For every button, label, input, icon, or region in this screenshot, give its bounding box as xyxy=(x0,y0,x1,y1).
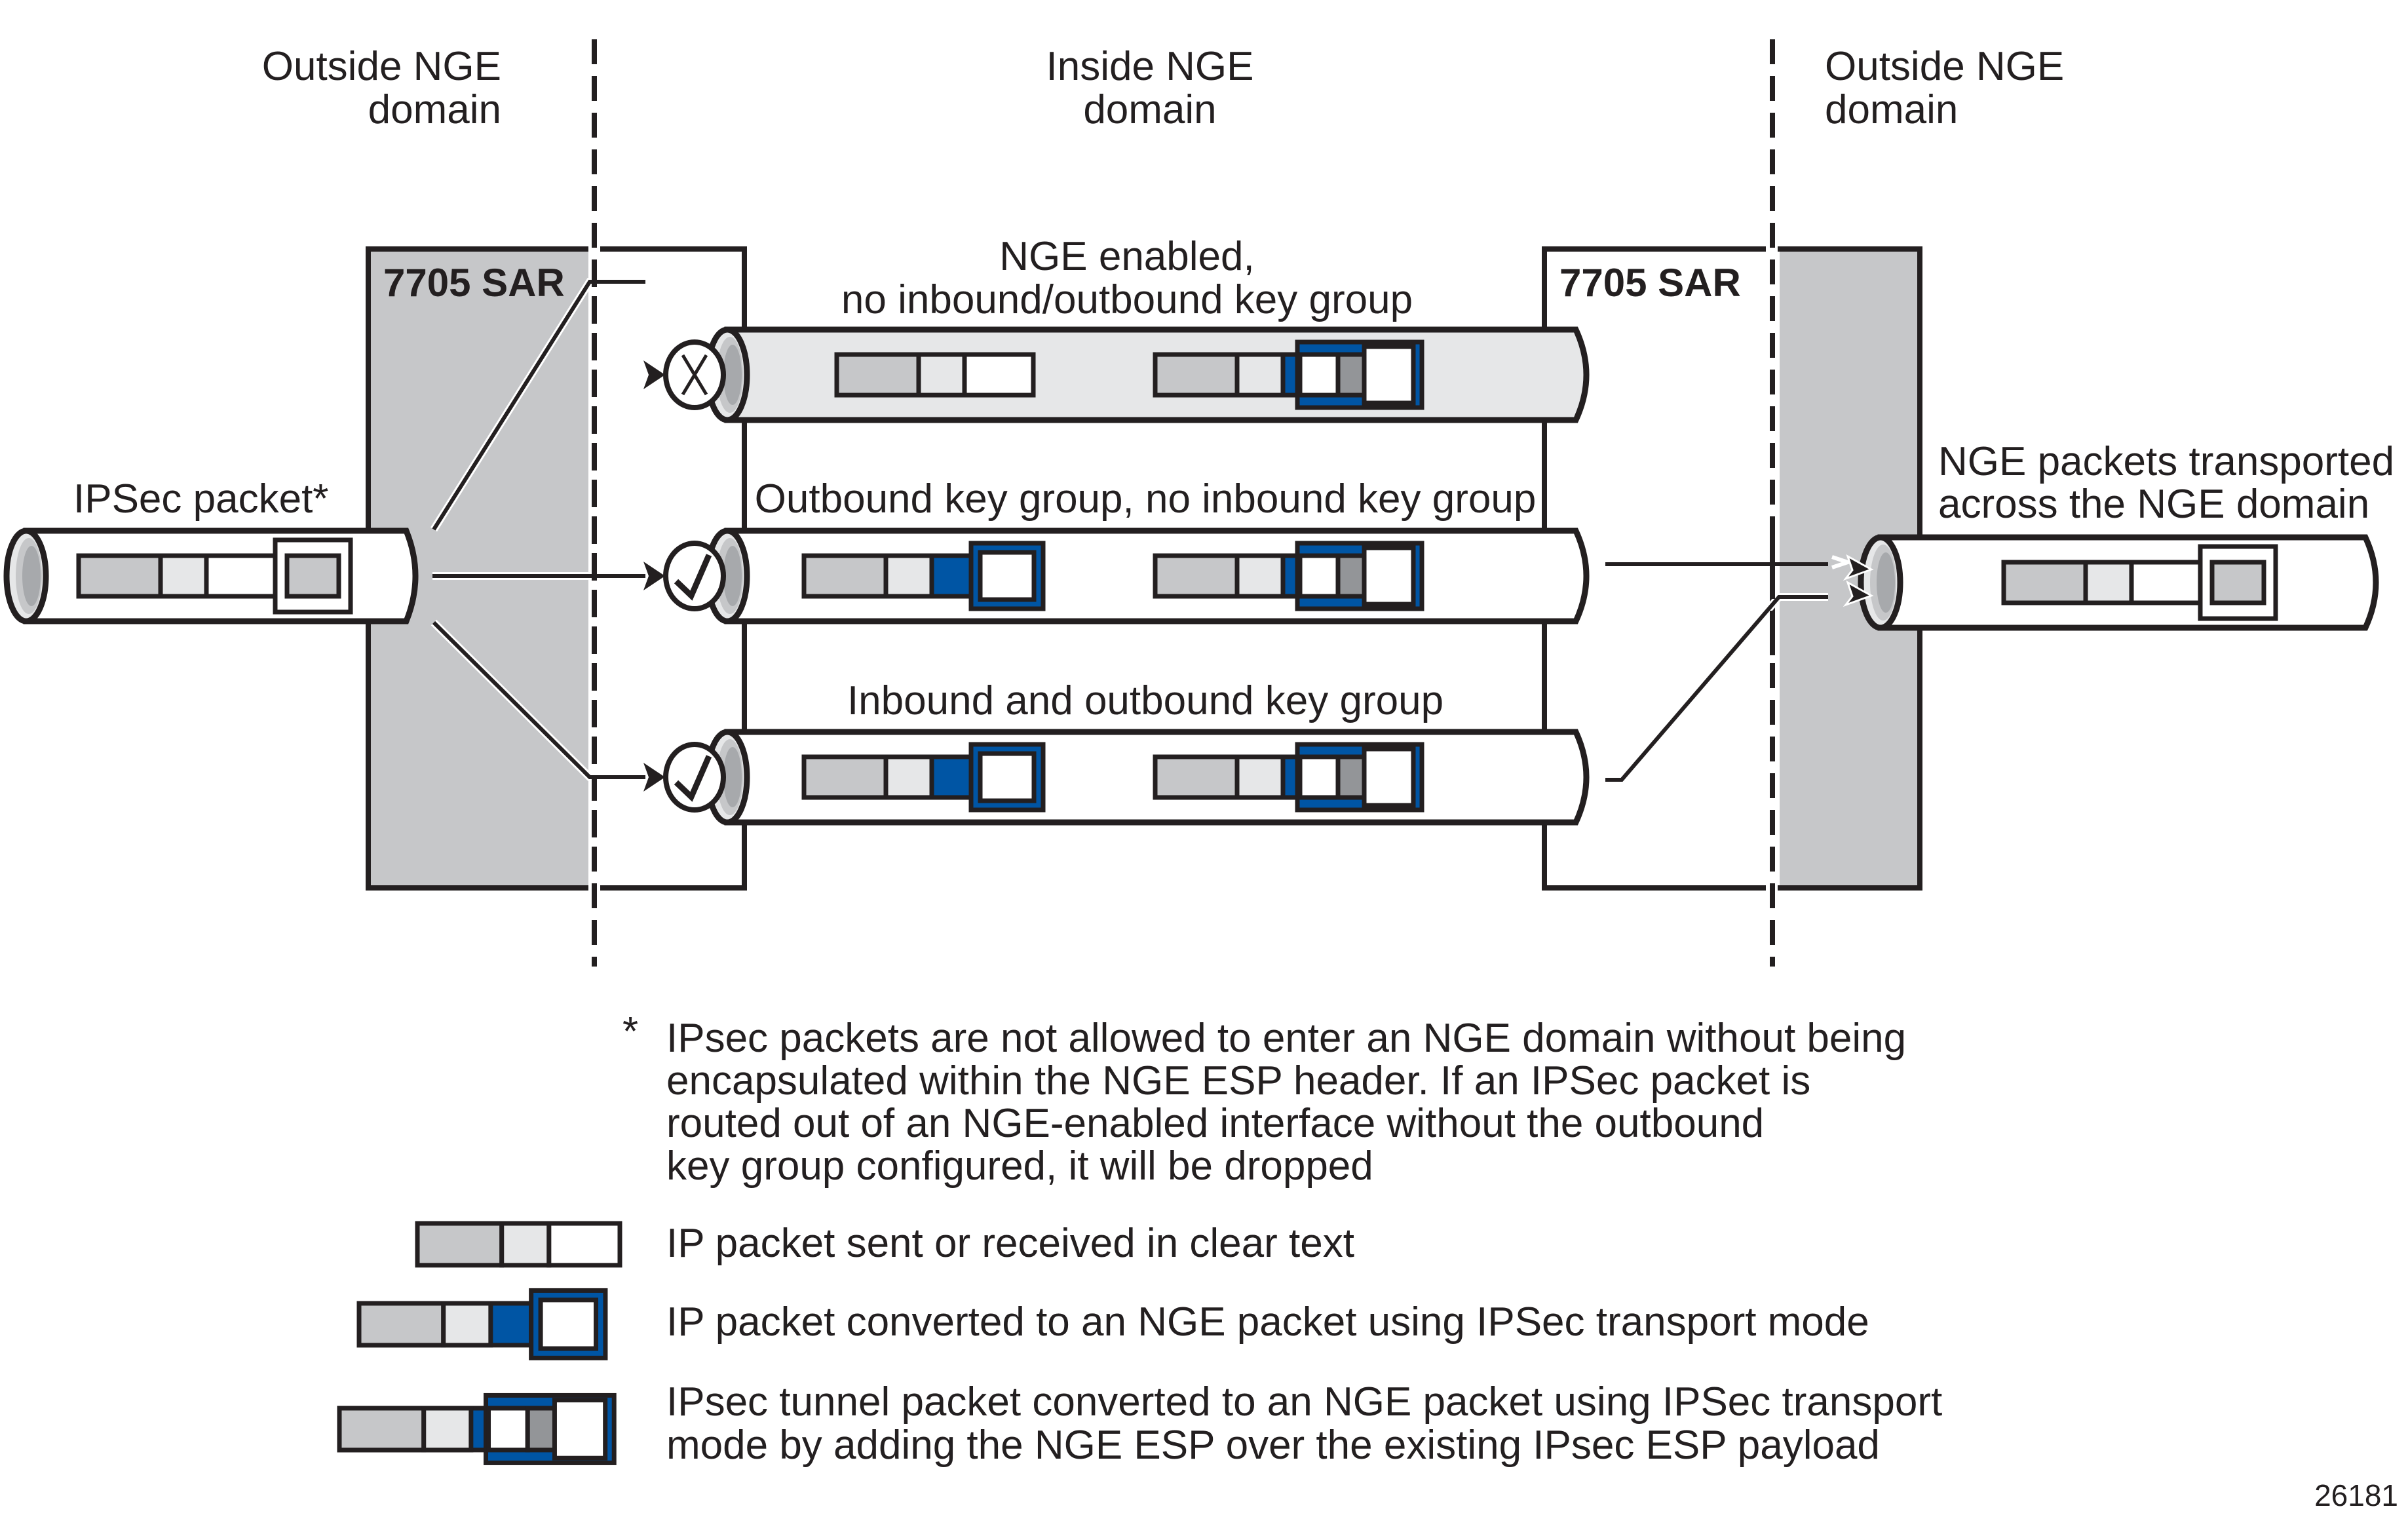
legend: IP packet sent or received in clear text… xyxy=(337,1221,1942,1468)
transport-header-segment xyxy=(158,553,209,599)
egress-arrows xyxy=(1605,537,1854,784)
footnote-line: IPsec packets are not allowed to enter a… xyxy=(666,1016,1906,1061)
footnote-line: routed out of an NGE-enabled interface w… xyxy=(666,1101,1764,1146)
destination-label-line1: NGE packets transported xyxy=(1938,439,2394,484)
pipe-opening-core xyxy=(723,546,742,606)
ip-header-segment xyxy=(801,553,889,599)
pipe-packets xyxy=(801,541,1424,611)
check-icon xyxy=(663,742,726,813)
legend-nge-text: IP packet converted to an NGE packet usi… xyxy=(666,1299,1869,1345)
ipsec-payload-segment xyxy=(552,1398,608,1461)
ipsec-header-segment xyxy=(1297,754,1341,800)
ipsec-esp-segment xyxy=(1335,754,1367,800)
pipe-opening-core xyxy=(723,345,742,405)
legend-nge-packet-icon xyxy=(356,1288,608,1360)
x-stroke xyxy=(681,354,708,396)
ipsec-packet-icon xyxy=(2001,544,2278,621)
footnote-line: encapsulated within the NGE ESP header. … xyxy=(666,1058,1810,1103)
router-left-label: 7705 SAR xyxy=(383,261,565,305)
encrypted-payload-segment xyxy=(978,550,1037,602)
source-fanout-arrows xyxy=(430,262,665,852)
transport-header-segment xyxy=(499,1221,552,1268)
legend-clear-packet-icon xyxy=(415,1221,622,1268)
domain-label-left-line1: Outside NGE xyxy=(262,44,501,89)
destination-label-line2: across the NGE domain xyxy=(1938,482,2369,527)
transport-header-segment xyxy=(916,352,967,398)
encrypted-payload-segment xyxy=(538,1297,599,1351)
check-stroke xyxy=(674,554,712,601)
domain-label-right-line1: Outside NGE xyxy=(1825,44,2064,89)
ipsec-encrypted-segment xyxy=(284,553,341,599)
ipsec-esp-segment xyxy=(1335,553,1367,599)
path-pipe-2 xyxy=(663,527,1590,624)
payload-segment xyxy=(546,1221,622,1268)
pipe-packets xyxy=(834,339,1424,410)
ip-header-segment xyxy=(337,1406,427,1453)
ip-header-segment xyxy=(415,1221,505,1268)
ipsec-packet-icon xyxy=(76,537,353,615)
domain-label-left-line2: domain xyxy=(368,87,501,132)
payload-segment xyxy=(962,352,1036,398)
ipsec-payload-segment xyxy=(1362,545,1416,607)
transport-header-segment xyxy=(441,1301,493,1348)
check-icon xyxy=(663,541,726,611)
ip-header-segment xyxy=(834,352,921,398)
domain-label-center-line2: domain xyxy=(1083,87,1216,132)
ipsec-esp-segment xyxy=(525,1406,557,1453)
ip-header-segment xyxy=(76,553,163,599)
status-badge xyxy=(663,541,726,611)
check-stroke xyxy=(674,755,712,802)
footnote-line: key group configured, it will be dropped xyxy=(666,1143,1373,1189)
transport-header-segment xyxy=(883,553,934,599)
path-1-label-line1: NGE enabled, xyxy=(999,234,1254,279)
payload-segment xyxy=(204,553,278,599)
pipe-packets xyxy=(801,742,1424,813)
ipsec-payload-segment xyxy=(1362,746,1416,808)
ip-header-segment xyxy=(1153,553,1240,599)
footnote-marker: * xyxy=(622,1009,638,1054)
path-pipe-1 xyxy=(663,326,1590,423)
transport-header-segment xyxy=(421,1406,474,1453)
ip-header-segment xyxy=(801,754,889,800)
ip-header-segment xyxy=(2001,560,2088,605)
path-1-label-line2: no inbound/outbound key group xyxy=(841,277,1413,322)
ipsec-encrypted-segment xyxy=(2209,560,2266,605)
domain-label-right-line2: domain xyxy=(1825,87,1958,132)
figure-id: 26181 xyxy=(2314,1478,2398,1512)
footnote: * IPsec packets are not allowed to enter… xyxy=(622,1009,1906,1189)
ipsec-header-segment xyxy=(1297,352,1341,398)
pipe-opening-core xyxy=(723,747,742,807)
legend-clear-text: IP packet sent or received in clear text xyxy=(666,1221,1354,1266)
source-pipe: IPSec packet* xyxy=(3,476,419,624)
source-pipe-label: IPSec packet* xyxy=(73,476,328,522)
path-pipe-3 xyxy=(663,729,1590,826)
transport-header-segment xyxy=(1234,754,1286,800)
router-right-label: 7705 SAR xyxy=(1559,261,1741,305)
legend-tunnel-text-line1: IPsec tunnel packet converted to an NGE … xyxy=(666,1379,1942,1425)
x-icon xyxy=(663,339,726,410)
path-3-label: Inbound and outbound key group xyxy=(847,678,1443,723)
ip-header-segment xyxy=(1153,352,1240,398)
ipsec-header-segment xyxy=(486,1406,530,1453)
destination-pipe: NGE packets transported across the NGE d… xyxy=(1843,439,2394,631)
ipsec-payload-segment xyxy=(1362,344,1416,406)
legend-tunnel-packet-icon xyxy=(337,1392,617,1465)
ip-header-segment xyxy=(356,1301,446,1348)
status-badge xyxy=(663,742,726,813)
transport-header-segment xyxy=(1234,553,1286,599)
transport-header-segment xyxy=(883,754,934,800)
legend-tunnel-text-line2: mode by adding the NGE ESP over the exis… xyxy=(666,1423,1880,1468)
transport-header-segment xyxy=(1234,352,1286,398)
path-2-label: Outbound key group, no inbound key group xyxy=(755,476,1537,522)
payload-segment xyxy=(2129,560,2203,605)
ipsec-header-segment xyxy=(1297,553,1341,599)
ip-header-segment xyxy=(1153,754,1240,800)
ipsec-esp-segment xyxy=(1335,352,1367,398)
domain-label-center-line1: Inside NGE xyxy=(1046,44,1253,89)
transport-header-segment xyxy=(2083,560,2134,605)
encrypted-payload-segment xyxy=(978,751,1037,803)
